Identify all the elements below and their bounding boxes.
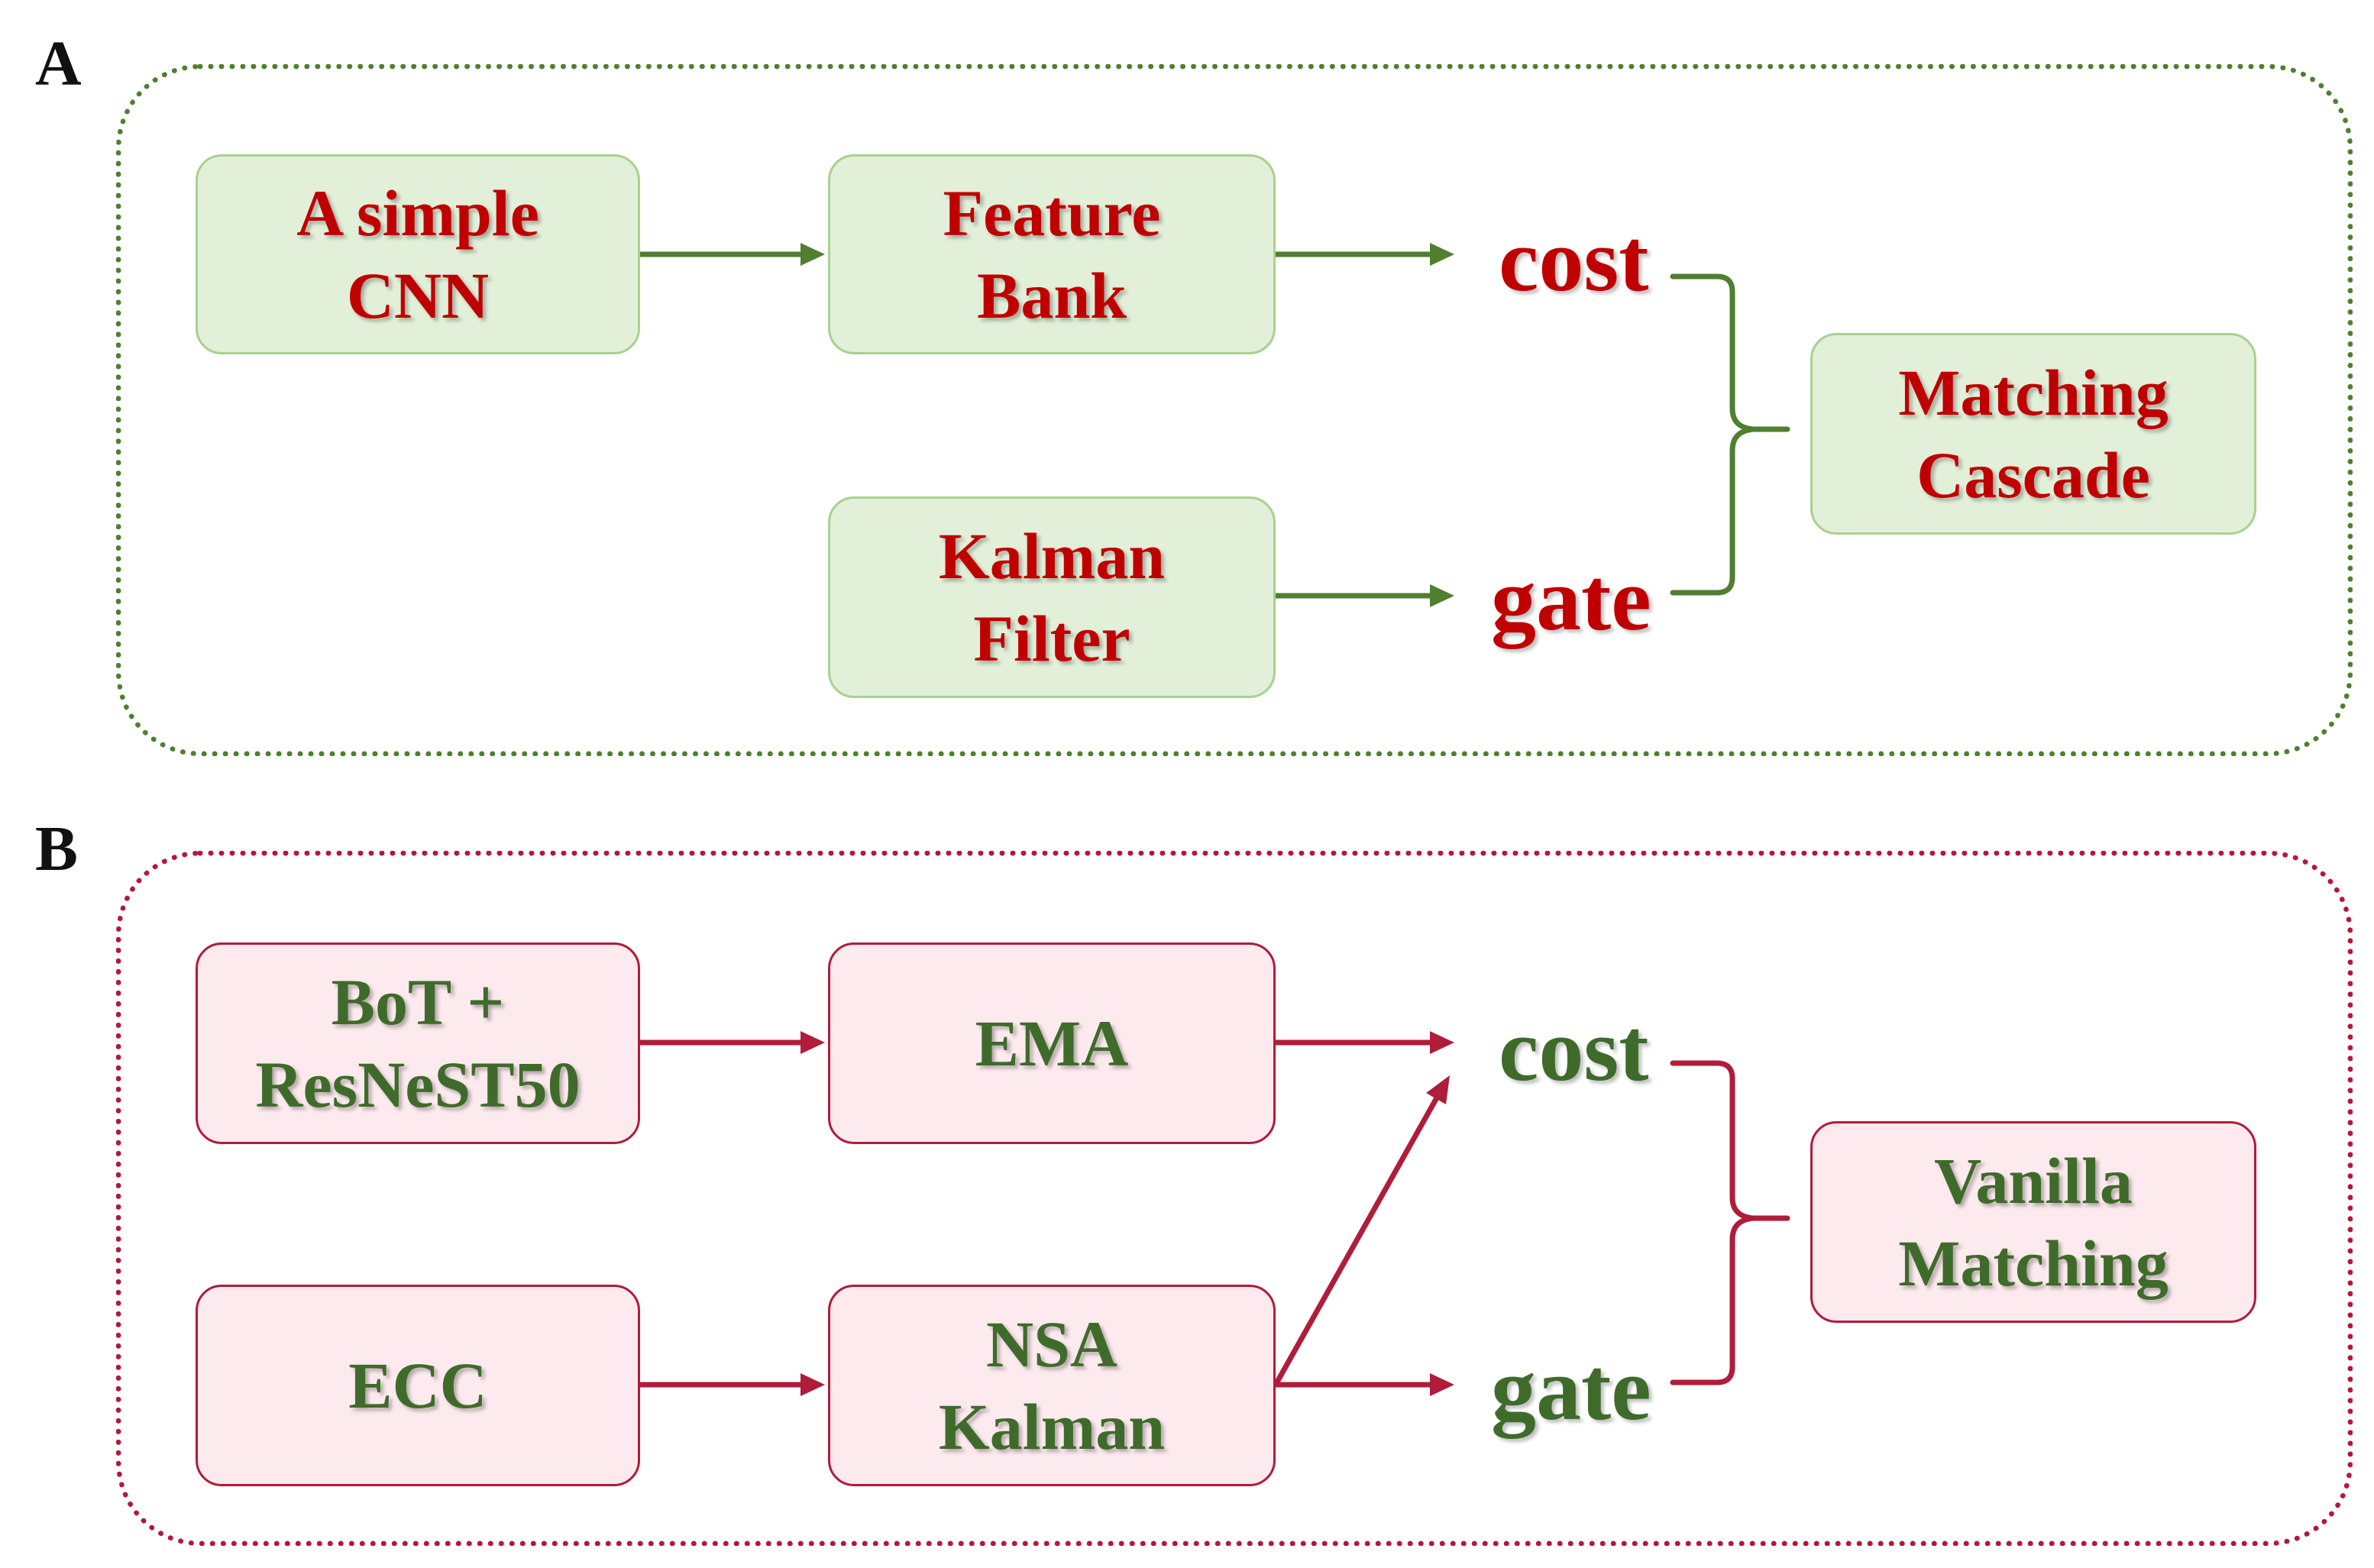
arrowhead-reid-to-ema <box>800 1031 825 1054</box>
node-ecc-label: ECC <box>348 1349 487 1422</box>
node-ecc: ECC <box>196 1285 640 1486</box>
cost-label-b: cost <box>1499 1000 1649 1100</box>
panel-a-frame <box>116 64 2353 756</box>
node-vanilla-matching: Vanilla Matching <box>1810 1121 2256 1323</box>
panel-a-letter: A <box>35 28 82 99</box>
arrow-kalman-to-cost <box>1273 1092 1442 1386</box>
arrowhead-ema-to-cost <box>1430 1031 1454 1054</box>
node-matching-cascade: Matching Cascade <box>1810 333 2256 535</box>
node-matching-cascade-label: Matching Cascade <box>1898 356 2169 512</box>
arrowhead-ecc-to-kalman <box>800 1373 825 1396</box>
panel-b-frame <box>116 851 2353 1546</box>
node-feature-bank-label: Feature Bank <box>943 176 1161 332</box>
node-bot-resnest50-label: BoT + ResNeST50 <box>255 965 581 1121</box>
arrowhead-kalman-to-gate <box>1430 584 1454 607</box>
cost-label-a: cost <box>1499 210 1649 310</box>
gate-label-a: gate <box>1491 549 1651 649</box>
node-kalman-filter-label: Kalman Filter <box>938 519 1166 675</box>
brace-a <box>1670 273 1790 596</box>
gate-label-b: gate <box>1491 1339 1651 1439</box>
arrowhead-bank-to-cost <box>1430 243 1454 266</box>
node-simple-cnn: A simple CNN <box>196 154 640 354</box>
node-simple-cnn-label: A simple CNN <box>296 176 539 332</box>
arrowhead-cnn-to-bank <box>800 243 825 266</box>
brace-b <box>1670 1060 1790 1385</box>
node-vanilla-matching-label: Vanilla Matching <box>1898 1144 2169 1300</box>
node-bot-resnest50: BoT + ResNeST50 <box>196 942 640 1144</box>
node-nsa-kalman: NSA Kalman <box>828 1285 1276 1486</box>
arrowhead-kalman-to-cost <box>1426 1075 1450 1104</box>
node-nsa-kalman-label: NSA Kalman <box>938 1308 1166 1463</box>
node-feature-bank: Feature Bank <box>828 154 1276 354</box>
panel-b-letter: B <box>35 813 79 884</box>
arrowhead-kalman-to-gate-b <box>1430 1373 1454 1396</box>
node-kalman-filter: Kalman Filter <box>828 496 1276 698</box>
node-ema-label: EMA <box>975 1007 1129 1080</box>
node-ema: EMA <box>828 942 1276 1144</box>
